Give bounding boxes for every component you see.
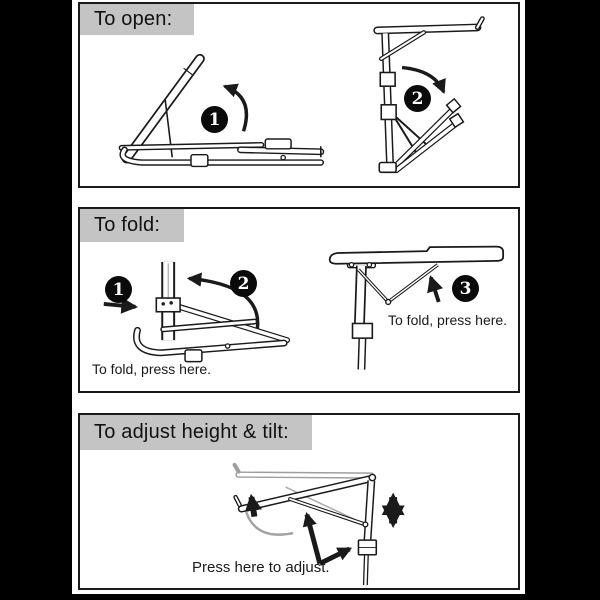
step-badge-2-number: 2: [237, 273, 250, 294]
sheet-background: To open:: [72, 0, 525, 594]
step-badge-2-number: 2: [411, 88, 424, 109]
step1-curved-arrow-icon: [222, 83, 249, 132]
step3-press-arrow-icon: [427, 275, 444, 303]
half-open-stand-figure: [373, 16, 485, 174]
press-arrow-right-icon: [318, 546, 353, 566]
step-badge-1-number: 1: [112, 279, 125, 300]
open-illustration: [118, 16, 485, 174]
step-badge-1: 1: [105, 276, 132, 303]
adjust-illustration: [232, 462, 405, 586]
adjust-caption: Press here to adjust.: [192, 559, 330, 576]
fold-base-figure: [133, 261, 291, 363]
panel-to-open: To open:: [78, 2, 520, 188]
fold-caption-left: To fold, press here.: [92, 361, 212, 377]
panel-fold-title: To fold:: [80, 209, 184, 242]
step-badge-3: 3: [452, 275, 479, 302]
fold-illustration: [103, 245, 505, 370]
step-badge-2: 2: [404, 85, 431, 112]
step2-curved-arrow-icon: [401, 65, 446, 95]
fold-caption-right: To fold, press here.: [388, 312, 508, 328]
adjust-table-figure: [232, 462, 378, 586]
panel-adjust-title: To adjust height & tilt:: [80, 415, 312, 450]
press-arrow-up-icon: [302, 511, 323, 565]
panel-open-title: To open:: [80, 4, 194, 35]
fold-table-figure: [328, 245, 505, 370]
step-badge-1-number: 1: [208, 109, 221, 130]
step-badge-3-number: 3: [459, 278, 472, 299]
panel-to-fold: To fold:: [78, 207, 520, 393]
step1-press-arrow-icon: [103, 297, 138, 314]
tilt-arrow-icon: [244, 493, 263, 518]
panel-to-adjust: To adjust height & tilt:: [78, 413, 520, 590]
folded-table-figure: [118, 53, 325, 168]
step-badge-2: 2: [230, 270, 257, 297]
step-badge-1: 1: [201, 106, 228, 133]
